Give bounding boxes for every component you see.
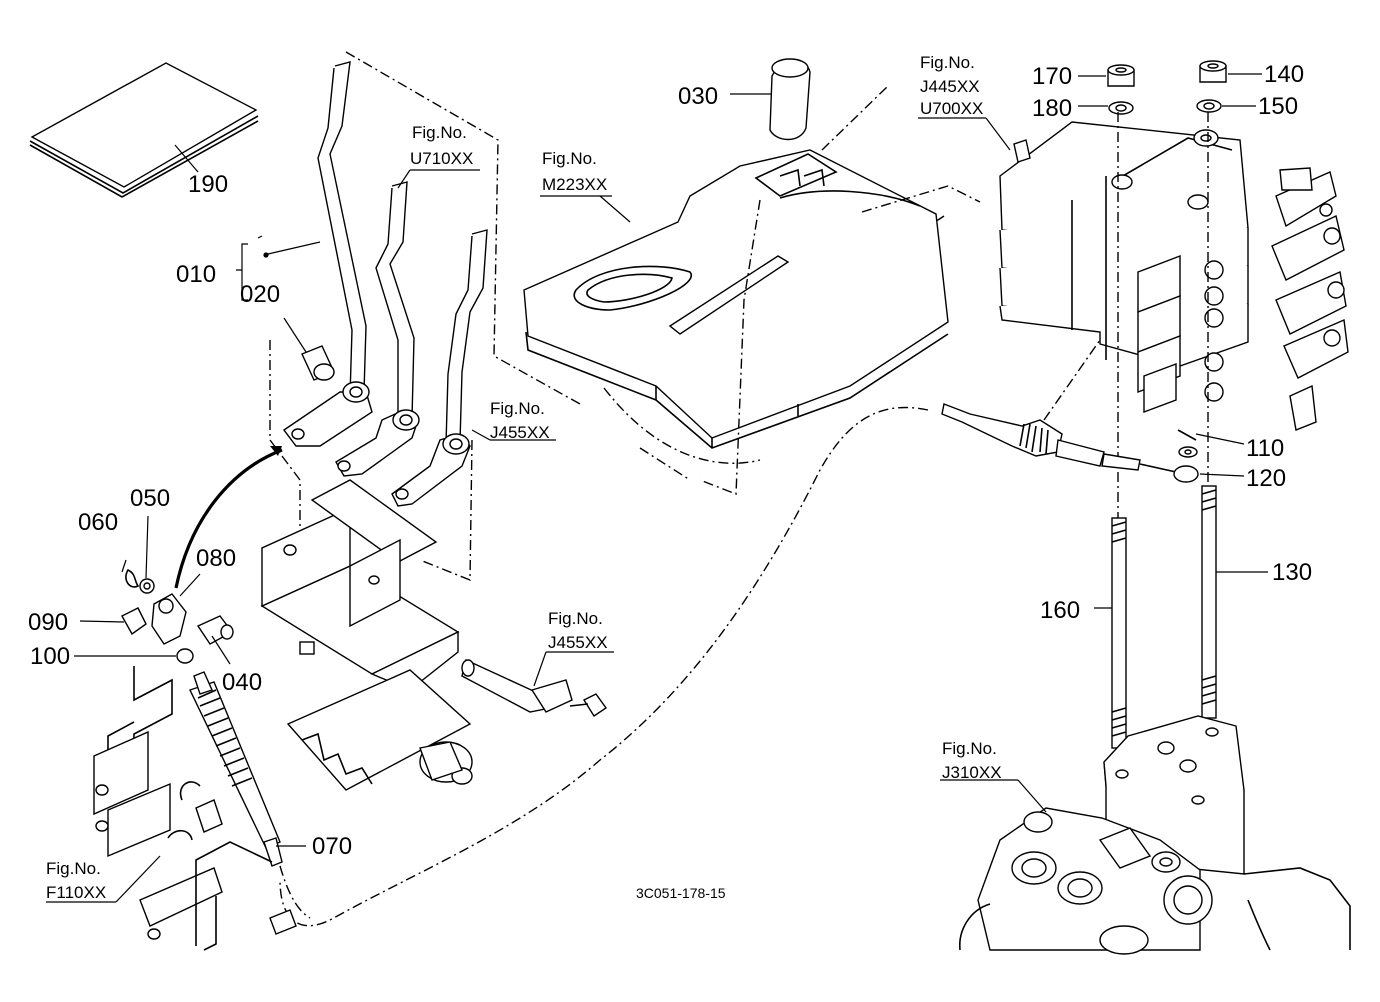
- assembly-bracket: [236, 235, 321, 301]
- pin-and-shaft: [196, 615, 607, 717]
- callout-170: 170: [1032, 63, 1072, 90]
- callout-050: 050: [130, 485, 170, 512]
- control-valve-block: [918, 117, 1349, 431]
- callout-070: 070: [312, 833, 352, 860]
- callout-020: 020: [240, 281, 280, 308]
- console-panel: [523, 58, 981, 496]
- callout-080: 080: [196, 545, 236, 572]
- callout-110: 110: [1246, 435, 1284, 462]
- cable-rod-end: [941, 339, 1245, 483]
- callout-160: 160: [1040, 597, 1080, 624]
- manual-booklet: [29, 62, 259, 198]
- fig-ref-u700: U700XX: [920, 99, 983, 118]
- figure-references: Fig.No. U710XX Fig.No. M223XX Fig.No. J4…: [46, 53, 1002, 902]
- fig-ref-m223: M223XX: [542, 175, 607, 194]
- fig-no-label-j455-upper: Fig.No.: [490, 399, 545, 418]
- control-cable: [189, 671, 311, 935]
- callout-060: 060: [78, 509, 118, 536]
- callout-040: 040: [222, 669, 262, 696]
- fig-no-label-j445: Fig.No.: [920, 53, 975, 72]
- callout-140: 140: [1264, 61, 1304, 88]
- fig-ref-leaders: [397, 169, 614, 687]
- callout-120: 120: [1246, 465, 1286, 492]
- drawing-code: 3C051-178-15: [636, 885, 726, 901]
- fig-ref-j445: J445XX: [920, 77, 980, 96]
- hydraulic-housing: [940, 715, 1351, 955]
- callout-100: 100: [30, 643, 70, 670]
- fig-no-label-j455-lower: Fig.No.: [548, 609, 603, 628]
- fig-no-label-j310: Fig.No.: [942, 739, 997, 758]
- callout-030: 030: [678, 83, 718, 110]
- callout-130: 130: [1272, 559, 1312, 586]
- callout-labels: 010 020 030 040 050 060 070 080 090 100 …: [28, 61, 1312, 860]
- fig-ref-j310: J310XX: [942, 763, 1002, 782]
- nuts-and-washers: [1078, 60, 1262, 520]
- lever-mounting-bracket: [260, 479, 473, 791]
- fig-ref-u710: U710XX: [410, 149, 473, 168]
- small-hardware-group: [74, 446, 283, 664]
- fig-no-label-m223: Fig.No.: [542, 149, 597, 168]
- fig-no-label-u710: Fig.No.: [412, 123, 467, 142]
- fig-ref-j455-upper: J455XX: [490, 423, 550, 442]
- callout-090: 090: [28, 609, 68, 636]
- frame-section: [46, 666, 273, 951]
- fig-ref-j455-lower: J455XX: [548, 633, 608, 652]
- fig-no-label-f110: Fig.No.: [46, 859, 101, 878]
- callout-150: 150: [1258, 93, 1298, 120]
- callout-010: 010: [176, 261, 216, 288]
- fig-ref-f110: F110XX: [46, 883, 106, 902]
- stud-bolts: [1094, 485, 1268, 749]
- callout-180: 180: [1032, 95, 1072, 122]
- callout-190: 190: [188, 171, 228, 198]
- control-lever-assembly: [282, 61, 488, 507]
